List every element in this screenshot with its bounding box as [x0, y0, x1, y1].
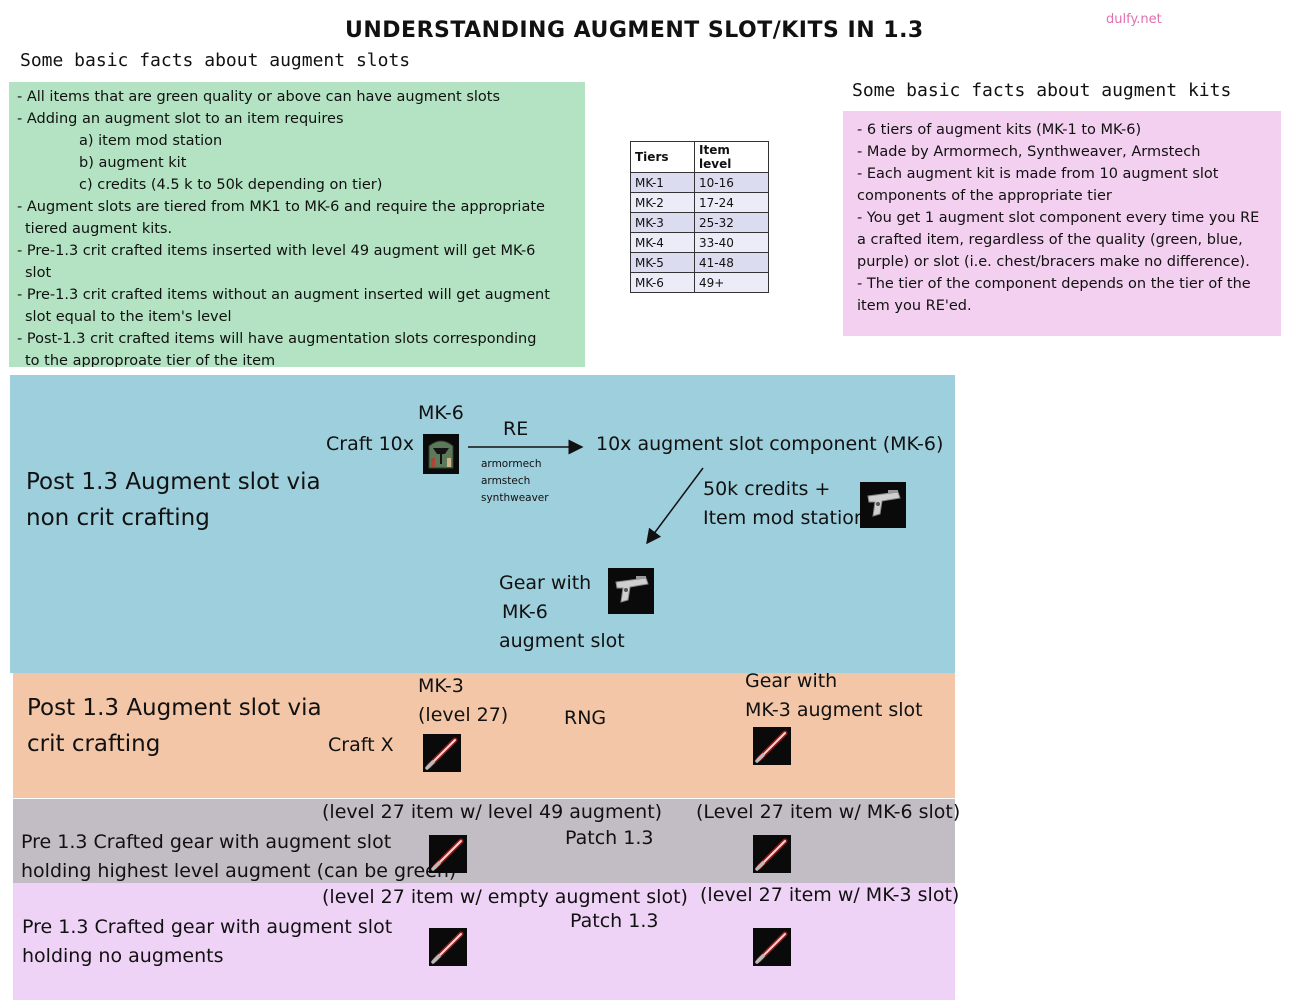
- pre-none-left-caption: (level 27 item w/ empty augment slot): [322, 886, 688, 908]
- slots-fact-line: b) augment kit: [79, 155, 187, 171]
- pre-aug-panel: [13, 799, 955, 883]
- pre-none-right-caption: (level 27 item w/ MK-3 slot): [700, 884, 960, 906]
- crit-crafting-panel: [13, 673, 955, 798]
- slots-fact-line: - Pre-1.3 crit crafted items without an …: [17, 287, 550, 303]
- slots-fact-line: - Adding an augment slot to an item requ…: [17, 111, 344, 127]
- noncrit-label-line2: non crit crafting: [26, 505, 210, 531]
- crit-level-label: (level 27): [418, 704, 509, 726]
- kits-heading: Some basic facts about augment kits: [852, 80, 1232, 101]
- pre-aug-label-line1: Pre 1.3 Crafted gear with augment slot: [21, 831, 392, 853]
- table-header: Item level: [694, 141, 769, 173]
- slots-fact-line: - Pre-1.3 crit crafted items inserted wi…: [17, 243, 536, 259]
- slots-fact-line: a) item mod station: [79, 133, 223, 149]
- lightsaber-icon: [753, 835, 791, 873]
- pre-aug-arrow-label: Patch 1.3: [565, 827, 654, 849]
- slots-fact-line: to the approproate tier of the item: [25, 353, 276, 367]
- kits-facts-box: - 6 tiers of augment kits (MK-1 to MK-6)…: [843, 111, 1281, 336]
- pre-none-panel: [13, 883, 955, 1000]
- rng-label: RNG: [564, 707, 607, 729]
- crit-result-line1: Gear with: [745, 670, 838, 692]
- watermark: dulfy.net: [1106, 12, 1162, 27]
- slots-fact-line: - Post-1.3 crit crafted items will have …: [17, 331, 537, 347]
- kits-fact-line: - Made by Armormech, Synthweaver, Armste…: [857, 144, 1201, 160]
- lightsaber-icon: [429, 835, 467, 873]
- table-cell: MK-1: [630, 172, 695, 193]
- table-cell: MK-2: [630, 192, 695, 213]
- table-cell: MK-3: [630, 212, 695, 233]
- crit-label-line1: Post 1.3 Augment slot via: [27, 695, 322, 721]
- slots-fact-line: - All items that are green quality or ab…: [17, 89, 501, 105]
- noncrit-result-line1: Gear with: [499, 572, 592, 594]
- noncrit-mk6-label: MK-6: [418, 402, 464, 424]
- crafter-name: armstech: [481, 475, 531, 487]
- kits-fact-line: - The tier of the component depends on t…: [857, 276, 1251, 314]
- table-cell: 41-48: [694, 252, 769, 273]
- table-cell: 33-40: [694, 232, 769, 253]
- re-label: RE: [503, 418, 529, 440]
- lightsaber-icon: [429, 928, 467, 966]
- kits-fact-line: - You get 1 augment slot component every…: [857, 210, 1260, 270]
- slots-heading: Some basic facts about augment slots: [20, 50, 411, 71]
- pre-none-label-line2: holding no augments: [22, 945, 224, 967]
- table-cell: 25-32: [694, 212, 769, 233]
- noncrit-result-line3: augment slot: [499, 630, 625, 652]
- craft-10x-label: Craft 10x: [326, 433, 414, 455]
- pre-none-label-line1: Pre 1.3 Crafted gear with augment slot: [22, 916, 393, 938]
- component-label: 10x augment slot component (MK-6): [596, 433, 944, 455]
- table-cell: 10-16: [694, 172, 769, 193]
- noncrit-result-line2: MK-6: [502, 601, 548, 623]
- crit-result-line2: MK-3 augment slot: [745, 699, 923, 721]
- craft-x-label: Craft X: [328, 734, 394, 756]
- kits-fact-line: - 6 tiers of augment kits (MK-1 to MK-6): [857, 122, 1142, 138]
- table-cell: 17-24: [694, 192, 769, 213]
- slots-facts-box: - All items that are green quality or ab…: [9, 82, 585, 367]
- pre-none-arrow-label: Patch 1.3: [570, 910, 659, 932]
- slots-fact-line: - Augment slots are tiered from MK1 to M…: [17, 199, 545, 215]
- pre-aug-left-caption: (level 27 item w/ level 49 augment): [322, 801, 663, 823]
- table-cell: MK-6: [630, 272, 695, 293]
- station-label: Item mod station +: [703, 507, 888, 529]
- table-cell: MK-5: [630, 252, 695, 273]
- kits-fact-line: - Each augment kit is made from 10 augme…: [857, 166, 1219, 204]
- lightsaber-icon: [423, 734, 461, 772]
- crafters-list: armormech armstech synthweaver: [481, 456, 549, 507]
- noncrit-label-line1: Post 1.3 Augment slot via: [26, 469, 321, 495]
- crit-mk3-label: MK-3: [418, 675, 464, 697]
- page-title: UNDERSTANDING AUGMENT SLOT/KITS IN 1.3: [345, 18, 924, 43]
- slots-fact-line: slot: [25, 265, 52, 281]
- blaster-icon: [608, 568, 654, 614]
- table-header: Tiers: [630, 141, 695, 173]
- credits-label: 50k credits +: [703, 478, 831, 500]
- table-cell: 49+: [694, 272, 769, 293]
- slots-fact-line: tiered augment kits.: [25, 221, 173, 237]
- noncrit-crafting-panel: [10, 375, 955, 673]
- table-cell: MK-4: [630, 232, 695, 253]
- lightsaber-icon: [753, 727, 791, 765]
- crafter-name: synthweaver: [481, 492, 549, 504]
- crafter-name: armormech: [481, 458, 542, 470]
- table-header-row: Tiers Item level: [630, 141, 769, 173]
- helmet-icon: [423, 434, 459, 474]
- slots-fact-line: slot equal to the item's level: [25, 309, 232, 325]
- blaster-icon: [860, 482, 906, 528]
- pre-aug-label-line2: holding highest level augment (can be gr…: [21, 860, 457, 882]
- crit-label-line2: crit crafting: [27, 731, 161, 757]
- slots-fact-line: c) credits (4.5 k to 50k depending on ti…: [79, 177, 383, 193]
- lightsaber-icon: [753, 928, 791, 966]
- pre-aug-right-caption: (Level 27 item w/ MK-6 slot): [696, 801, 961, 823]
